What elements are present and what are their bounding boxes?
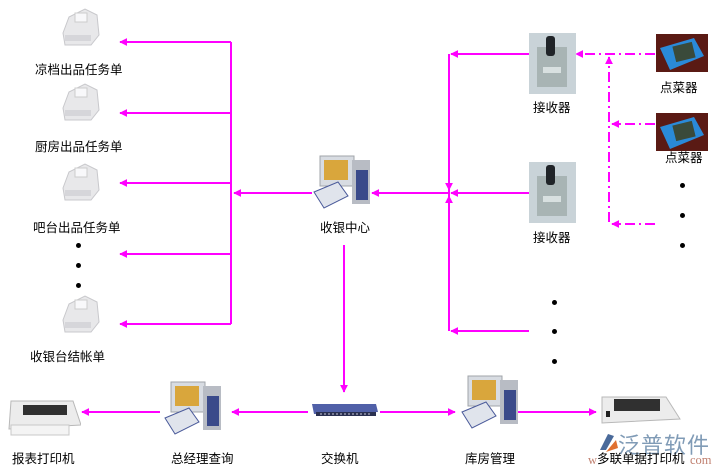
- report-printer-label: 报表打印机: [12, 451, 75, 466]
- desktop-computer-icon: [164, 381, 221, 435]
- printer-cold-label: 凉档出品任务单: [35, 62, 123, 77]
- dot-matrix-printer-icon: [8, 400, 81, 436]
- ellipsis-dot: [552, 329, 557, 334]
- receipt-printer-icon: [62, 295, 100, 333]
- ellipsis-dot: [76, 243, 81, 248]
- receipt-printer-icon: [62, 83, 100, 121]
- watermark-brand: 泛普软件: [618, 434, 711, 459]
- warehouse-label: 库房管理: [465, 451, 516, 466]
- desktop-computer-icon: [461, 375, 518, 429]
- handheld-ordering-device-icon: [656, 34, 708, 72]
- multi-printer-label: 多联单据打印机: [597, 451, 685, 466]
- receipt-printer-icon: [62, 8, 100, 46]
- printer-checkout-label: 收银台结帐单: [30, 349, 106, 364]
- handheld-1-label: 点菜器: [660, 80, 698, 95]
- ellipsis-dot: [76, 283, 81, 288]
- printer-kitchen-label: 厨房出品任务单: [35, 139, 123, 154]
- receiver-1-label: 接收器: [533, 100, 571, 115]
- receiver-2-label: 接收器: [533, 230, 571, 245]
- wireless-receiver-icon: [529, 33, 576, 94]
- watermark-url-left: w: [588, 453, 598, 467]
- dot-matrix-printer-icon: [601, 396, 681, 424]
- network-switch-icon: [312, 404, 378, 416]
- brand-logo-icon: [600, 434, 618, 452]
- watermark-url-right: com: [690, 453, 712, 467]
- ellipsis-dot: [552, 300, 557, 305]
- handheld-2-label: 点菜器: [665, 150, 703, 165]
- printer-bar-label: 吧台出品任务单: [33, 220, 121, 235]
- handheld-ordering-device-icon: [656, 113, 708, 151]
- wireless-receiver-icon: [529, 162, 576, 223]
- ellipsis-dot: [76, 263, 81, 268]
- receipt-printer-icon: [62, 163, 100, 201]
- manager-query-label: 总经理查询: [171, 451, 234, 466]
- ellipsis-dot: [680, 183, 685, 188]
- cashier-center-label: 收银中心: [320, 220, 371, 235]
- ellipsis-dot: [680, 213, 685, 218]
- watermark: 泛普软件: [596, 428, 714, 459]
- ellipsis-dot: [552, 359, 557, 364]
- switch-label: 交换机: [321, 451, 359, 466]
- desktop-computer-icon: [313, 155, 370, 209]
- ellipsis-dot: [680, 243, 685, 248]
